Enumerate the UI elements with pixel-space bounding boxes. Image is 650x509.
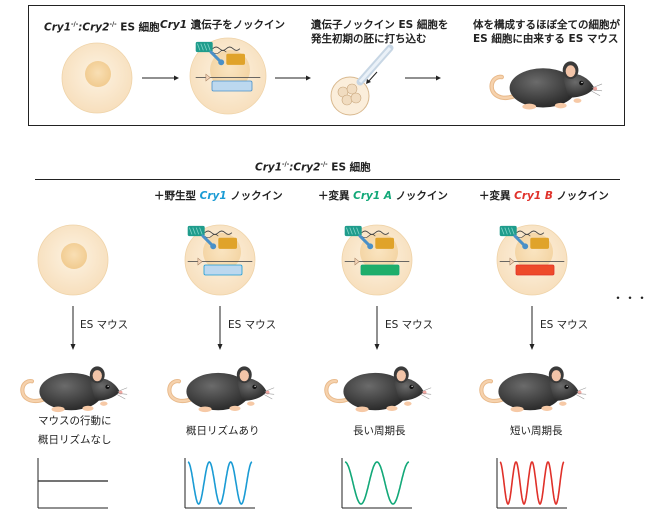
- es-mouse-3: [326, 366, 431, 412]
- top-panel-frame: [28, 5, 625, 126]
- arrow-label-1: ES マウス: [80, 319, 129, 331]
- es-mouse-top: [492, 61, 602, 109]
- insert-gene-3: [360, 264, 400, 276]
- arrow-label-2: ES マウス: [228, 319, 277, 331]
- column-header-4: ＋変異 Cry1 B ノックイン: [479, 190, 609, 202]
- arrowhead-1: [70, 344, 76, 350]
- arrowhead-4: [529, 344, 535, 350]
- es-mouse-4: [481, 366, 586, 412]
- es-mouse-1: [22, 366, 127, 412]
- arrowhead-3: [374, 344, 380, 350]
- result-label-4: 短い周期長: [510, 425, 563, 437]
- result-label-3: 長い周期長: [353, 425, 406, 437]
- rhythm-wave-4: [499, 461, 565, 505]
- es-cell-knockin-step2: [189, 37, 267, 115]
- es-cell-step1: [61, 42, 133, 114]
- step1-label: Cry1-/-:Cry2-/- ES 細胞: [44, 21, 160, 34]
- nucleus-1: [61, 243, 87, 269]
- result-label-2: 概日リズムあり: [186, 425, 260, 437]
- step2-label: Cry1 遺伝子をノックイン: [160, 19, 285, 31]
- arrowhead-2: [217, 344, 223, 350]
- step3-label: 遺伝子ノックイン ES 細胞を発生初期の胚に打ち込む: [311, 19, 449, 45]
- arrow-label-4: ES マウス: [540, 319, 589, 331]
- arrow-step1-2: [142, 75, 179, 81]
- arrow-label-3: ES マウス: [385, 319, 434, 331]
- result-columns: [22, 224, 586, 509]
- embryo-injection-step3: [330, 44, 394, 116]
- column-header-2: ＋野生型 Cry1 ノックイン: [154, 190, 283, 202]
- es-mouse-2: [169, 366, 274, 412]
- rhythm-wave-3: [344, 461, 410, 505]
- result-label-1: マウスの行動に概日リズムなし: [38, 415, 112, 446]
- arrow-step3-4: [405, 75, 441, 81]
- insert-gene-4: [515, 264, 555, 276]
- arrow-step2-3: [275, 75, 311, 81]
- column-header-3: ＋変異 Cry1 A ノックイン: [318, 190, 448, 202]
- rhythm-wave-2: [187, 461, 253, 505]
- insert-step2: [211, 80, 253, 92]
- insert-gene-2: [203, 264, 243, 276]
- section-title: Cry1-/-:Cry2-/- ES 細胞: [255, 161, 371, 174]
- ellipsis: ・・・: [612, 291, 649, 305]
